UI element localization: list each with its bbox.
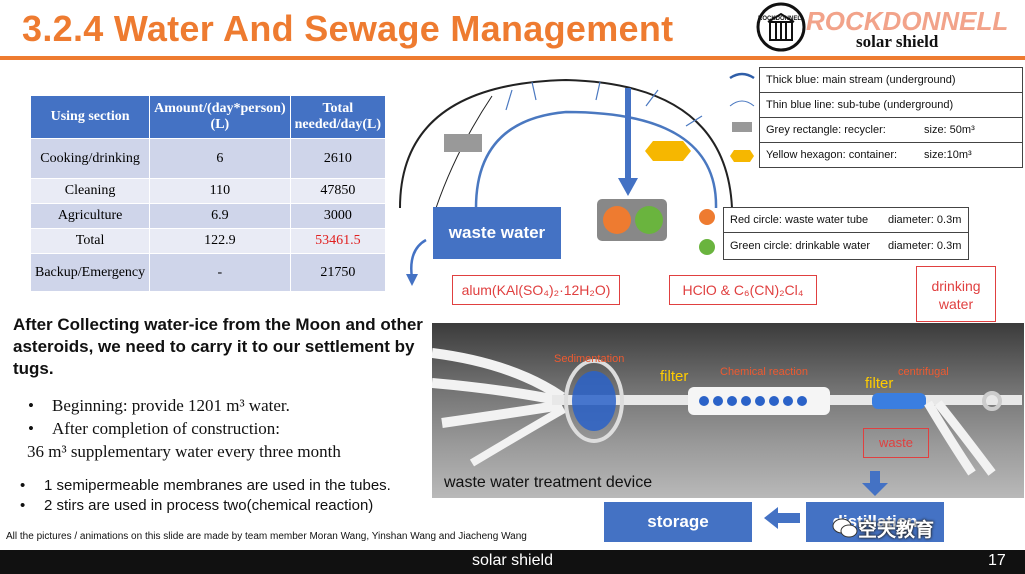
table-cell: 3000	[289, 203, 387, 229]
footer-bar	[0, 550, 1025, 574]
legend-green-circle-icon	[699, 239, 715, 255]
legend-label: Red circle: waste water tube	[730, 214, 869, 226]
centrifugal-label: centrifugal	[898, 366, 949, 378]
device-title: waste water treatment device	[444, 474, 653, 491]
legend-size: size:10m³	[924, 149, 972, 161]
drinking-line: water	[938, 296, 974, 312]
legend-row: Thin blue line: sub-tube (underground)	[760, 92, 1022, 117]
waste-water-box: waste water	[433, 207, 561, 259]
hclo-step-box: HClO & C₆(CN)₂Cl₄	[669, 275, 817, 305]
sedimentation-label: Sedimentation	[554, 353, 625, 365]
table-row: Cooking/drinking 6 2610	[29, 138, 387, 179]
table-cell: 47850	[289, 178, 387, 204]
table-cell: 6	[149, 138, 291, 179]
table-cell: 2610	[289, 138, 387, 179]
legend-size: diameter: 0.3m	[888, 240, 962, 252]
device-illustration	[432, 348, 1022, 476]
table-header: Amount/(day*person)(L)	[149, 95, 291, 139]
table-cell-total: 53461.5	[289, 228, 387, 254]
down-arrow-icon	[618, 88, 638, 203]
logo-badge-icon	[756, 2, 806, 57]
table-cell: Backup/Emergency	[29, 253, 151, 292]
legend-row: Thick blue: main stream (underground)	[760, 68, 1022, 92]
bullet-dot: •	[20, 497, 26, 514]
bullet-dot: •	[20, 477, 26, 494]
treatment-device-image: Sedimentation filter Chemical reaction f…	[432, 323, 1024, 498]
drinking-water-box: drinking water	[916, 266, 996, 322]
water-usage-table: Using section Amount/(day*person)(L) Tot…	[29, 95, 387, 292]
logo-subtitle: solar shield	[856, 32, 939, 51]
footer-text: solar shield	[472, 552, 553, 569]
alum-step-box: alum(KAl(SO₄)₂·12H₂O)	[452, 275, 620, 305]
legend-row: Red circle: waste water tube diameter: 0…	[724, 208, 968, 232]
note-stirs: 2 stirs are used in process two(chemical…	[44, 497, 374, 514]
green-circle-icon	[635, 206, 663, 234]
drinking-line: drinking	[931, 278, 981, 294]
chemical-label: Chemical reaction	[720, 366, 809, 378]
red-circle-icon	[603, 206, 631, 234]
filter-label: filter	[865, 375, 894, 392]
logo-wordmark: ROCKDONNELL	[806, 6, 1009, 36]
legend-size: size: 50m³	[924, 124, 975, 136]
table-header-row: Using section Amount/(day*person)(L) Tot…	[29, 95, 387, 139]
container-hexagon-icon	[645, 141, 691, 166]
legend-label: Green circle: drinkable water	[730, 240, 871, 252]
table-header: Total needed/day(L)	[289, 95, 387, 139]
bullet-beginning: Beginning: provide 1201 m³ water.	[52, 396, 290, 415]
bullet-continuation: 36 m³ supplementary water every three mo…	[27, 442, 341, 461]
pipeline-arc-diagram	[399, 78, 733, 209]
note-membranes: 1 semipermeable membranes are used in th…	[44, 477, 391, 494]
legend-red-circle-icon	[699, 209, 715, 225]
slide-title: 3.2.4 Water And Sewage Management	[22, 8, 674, 49]
legend-row: Grey rectangle: recycler: size: 50m³	[760, 117, 1022, 142]
bullet-dot: •	[28, 419, 34, 438]
left-arrow-icon	[764, 507, 800, 534]
filter-label: filter	[660, 368, 689, 385]
legend-top: Thick blue: main stream (underground) Th…	[759, 67, 1023, 168]
table-cell: Total	[29, 228, 151, 254]
table-row: Agriculture 6.9 3000	[29, 203, 387, 229]
table-cell: 21750	[289, 253, 387, 292]
table-cell: Agriculture	[29, 203, 151, 229]
table-cell: 122.9	[149, 228, 291, 254]
curved-arrow-icon	[404, 238, 434, 295]
storage-box: storage	[604, 502, 752, 542]
legend-row: Yellow hexagon: container: size:10m³	[760, 142, 1022, 167]
legend-label: Yellow hexagon: container:	[766, 149, 898, 161]
legend-label: Thick blue: main stream (underground)	[766, 74, 956, 86]
title-underline	[0, 56, 1025, 60]
table-row: Cleaning 110 47850	[29, 178, 387, 204]
credit-line: All the pictures / animations on this sl…	[6, 531, 527, 542]
legend-symbols	[729, 72, 755, 162]
down-arrow-icon	[862, 471, 888, 502]
watermark-text: 空天教育	[858, 520, 935, 541]
table-header: Using section	[29, 95, 151, 139]
page-number: 17	[988, 552, 1006, 569]
legend-label: Thin blue line: sub-tube (underground)	[766, 99, 954, 111]
table-cell: 6.9	[149, 203, 291, 229]
distillation-box: distillation	[806, 502, 944, 542]
waste-box: waste	[863, 428, 929, 458]
table-cell: 110	[149, 178, 291, 204]
legend-circles: Red circle: waste water tube diameter: 0…	[723, 207, 969, 260]
table-cell: Cooking/drinking	[29, 138, 151, 179]
wechat-icon	[832, 517, 858, 544]
legend-size: diameter: 0.3m	[888, 214, 962, 226]
legend-label: Grey rectangle: recycler:	[766, 124, 886, 136]
intro-paragraph: After Collecting water-ice from the Moon…	[13, 315, 423, 378]
logo-badge-text: ROCKDONNELL	[758, 16, 805, 22]
table-cell: Cleaning	[29, 178, 151, 204]
bullet-dot: •	[28, 396, 34, 415]
table-row: Backup/Emergency - 21750	[29, 253, 387, 292]
legend-row: Green circle: drinkable water diameter: …	[724, 232, 968, 259]
bullet-after-construction: After completion of construction:	[52, 419, 281, 438]
table-row: Total 122.9 53461.5	[29, 228, 387, 254]
table-cell: -	[149, 253, 291, 292]
